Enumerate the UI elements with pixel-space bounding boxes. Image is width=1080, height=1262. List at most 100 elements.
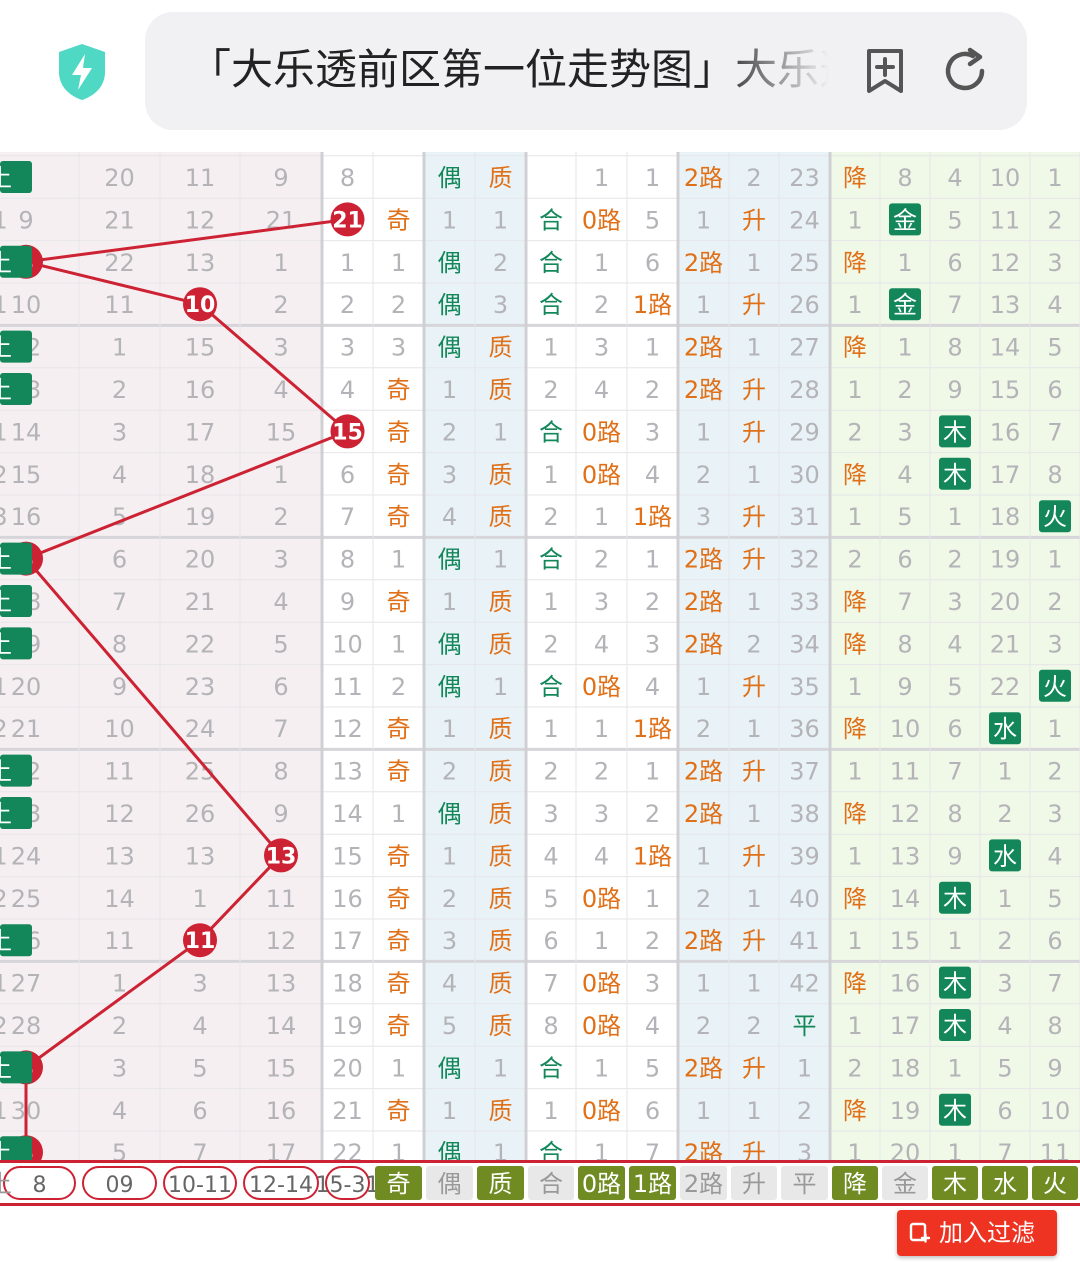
chart-cell: 质 <box>489 885 513 913</box>
chart-cell: 6 <box>340 461 355 489</box>
url-text[interactable]: 「大乐透前区第一位走势图」大乐透 <box>189 45 829 94</box>
chart-cell: 9 <box>340 588 355 616</box>
tab-label[interactable]: 偶 <box>438 1170 462 1198</box>
element-marker <box>0 373 32 405</box>
tab-label[interactable]: 质 <box>489 1170 513 1198</box>
chart-cell: 7 <box>273 715 288 743</box>
chart-cell: 9 <box>897 673 912 701</box>
chart-cell: 22 <box>332 1139 363 1160</box>
chart-cell: 17 <box>266 1139 297 1160</box>
chart-cell: 22 <box>990 673 1021 701</box>
chart-cell: 4 <box>645 673 660 701</box>
element-marker-label: 木 <box>943 885 967 913</box>
chart-cell: 1 <box>897 334 912 362</box>
chart-cell: 1 <box>696 418 711 446</box>
chart-cell: 5 <box>1047 885 1062 913</box>
chart-cell: 2路 <box>684 927 723 955</box>
chart-cell: 32 <box>789 546 820 574</box>
chart-cell: 4 <box>442 503 457 531</box>
chart-cell: 31 <box>789 503 820 531</box>
tab-label[interactable]: 水 <box>993 1170 1017 1198</box>
chart-cell: 1 <box>391 249 406 277</box>
chart-cell: 4 <box>1047 842 1062 870</box>
tab-pill[interactable] <box>82 1166 157 1200</box>
tab-pill[interactable] <box>243 1166 319 1200</box>
element-marker-label: 土 <box>0 546 12 574</box>
chart-cell: 降 <box>843 970 867 998</box>
chart-cell: 7 <box>1047 970 1062 998</box>
chart-cell: 7 <box>543 970 558 998</box>
tab-label[interactable]: 升 <box>742 1170 766 1198</box>
chart-cell: 2 <box>594 291 609 319</box>
tab-bar-top-rule <box>0 1160 1080 1163</box>
shield-bolt-icon[interactable] <box>56 42 108 102</box>
add-filter-button[interactable]: 加入过滤 <box>897 1210 1057 1256</box>
chart-cell: 1 <box>543 715 558 743</box>
chart-cell: 7 <box>897 588 912 616</box>
chart-cell: 平 <box>793 1012 817 1040</box>
tab-chip[interactable] <box>882 1166 928 1200</box>
chart-cell: 1 <box>746 800 761 828</box>
address-bar[interactable]: 「大乐透前区第一位走势图」大乐透 <box>145 12 1027 130</box>
chart-cell: 奇 <box>387 842 411 870</box>
tab-pill[interactable] <box>325 1166 370 1200</box>
tab-label[interactable]: 0路 <box>582 1170 621 1198</box>
tab-label[interactable]: 火 <box>1043 1170 1067 1198</box>
chart-cell: 1 <box>947 1054 962 1082</box>
chart-cell: 19 <box>332 1012 363 1040</box>
tab-label[interactable]: 15-31 <box>316 1173 380 1198</box>
tab-pill[interactable] <box>3 1166 76 1200</box>
chart-cell: 1 <box>797 1054 812 1082</box>
tab-label[interactable]: 1路 <box>633 1170 672 1198</box>
tab-chip[interactable] <box>1032 1166 1078 1200</box>
element-marker-label: 土 <box>0 164 12 192</box>
trend-chart-svg: 8201198偶质112路223降8410192112219奇11合0路51升2… <box>0 152 1080 1160</box>
tab-chip[interactable] <box>528 1166 574 1200</box>
chart-cell: 升 <box>742 291 766 319</box>
chart-cell: 1 <box>192 885 207 913</box>
tab-chip[interactable] <box>477 1166 524 1200</box>
tab-chip[interactable] <box>781 1166 828 1200</box>
tab-label[interactable]: 平 <box>793 1170 817 1198</box>
refresh-icon[interactable] <box>940 46 990 96</box>
tab-label[interactable]: 8 <box>33 1173 47 1198</box>
tab-label[interactable]: 降 <box>843 1170 867 1198</box>
chart-cell: 0路 <box>582 970 621 998</box>
tab-chip[interactable] <box>578 1166 625 1200</box>
chart-cell: 8 <box>340 546 355 574</box>
chart-cell: 1 <box>1047 715 1062 743</box>
chart-cell: 11 <box>104 291 135 319</box>
tab-chip[interactable] <box>629 1166 676 1200</box>
bookmark-add-icon[interactable] <box>860 46 910 96</box>
tab-label[interactable]: 09 <box>106 1173 134 1198</box>
chart-cell: 2 <box>696 461 711 489</box>
chart-cell: 2 <box>696 885 711 913</box>
chart-cell: 11 <box>890 758 921 786</box>
tab-label[interactable]: 奇 <box>387 1170 411 1198</box>
tab-label[interactable]: 12-14 <box>249 1173 313 1198</box>
tab-label[interactable]: 金 <box>893 1170 917 1198</box>
chart-cell: 1 <box>746 249 761 277</box>
tab-label[interactable]: 2路 <box>684 1170 723 1198</box>
tab-chip[interactable] <box>932 1166 978 1200</box>
chart-cell: 6 <box>1047 376 1062 404</box>
chart-cell: 12 <box>185 206 216 234</box>
chart-cell: 28 <box>789 376 820 404</box>
column-band <box>678 152 830 1160</box>
chart-cell: 降 <box>843 461 867 489</box>
tab-chip[interactable] <box>731 1166 777 1200</box>
chart-cell: 2路 <box>684 376 723 404</box>
tab-chip[interactable] <box>375 1166 422 1200</box>
tab-label[interactable]: 土 <box>0 1170 12 1198</box>
chart-cell: 2 <box>112 376 127 404</box>
tab-chip[interactable] <box>426 1166 473 1200</box>
tab-chip[interactable] <box>982 1166 1028 1200</box>
tab-pill[interactable] <box>163 1166 237 1200</box>
chart-cell: 6 <box>543 927 558 955</box>
tab-label[interactable]: 合 <box>539 1170 563 1198</box>
chart-cell: 10 <box>104 715 135 743</box>
tab-chip[interactable] <box>680 1166 727 1200</box>
tab-chip[interactable] <box>832 1166 878 1200</box>
tab-label[interactable]: 木 <box>943 1170 967 1198</box>
tab-label[interactable]: 10-11 <box>168 1173 232 1198</box>
